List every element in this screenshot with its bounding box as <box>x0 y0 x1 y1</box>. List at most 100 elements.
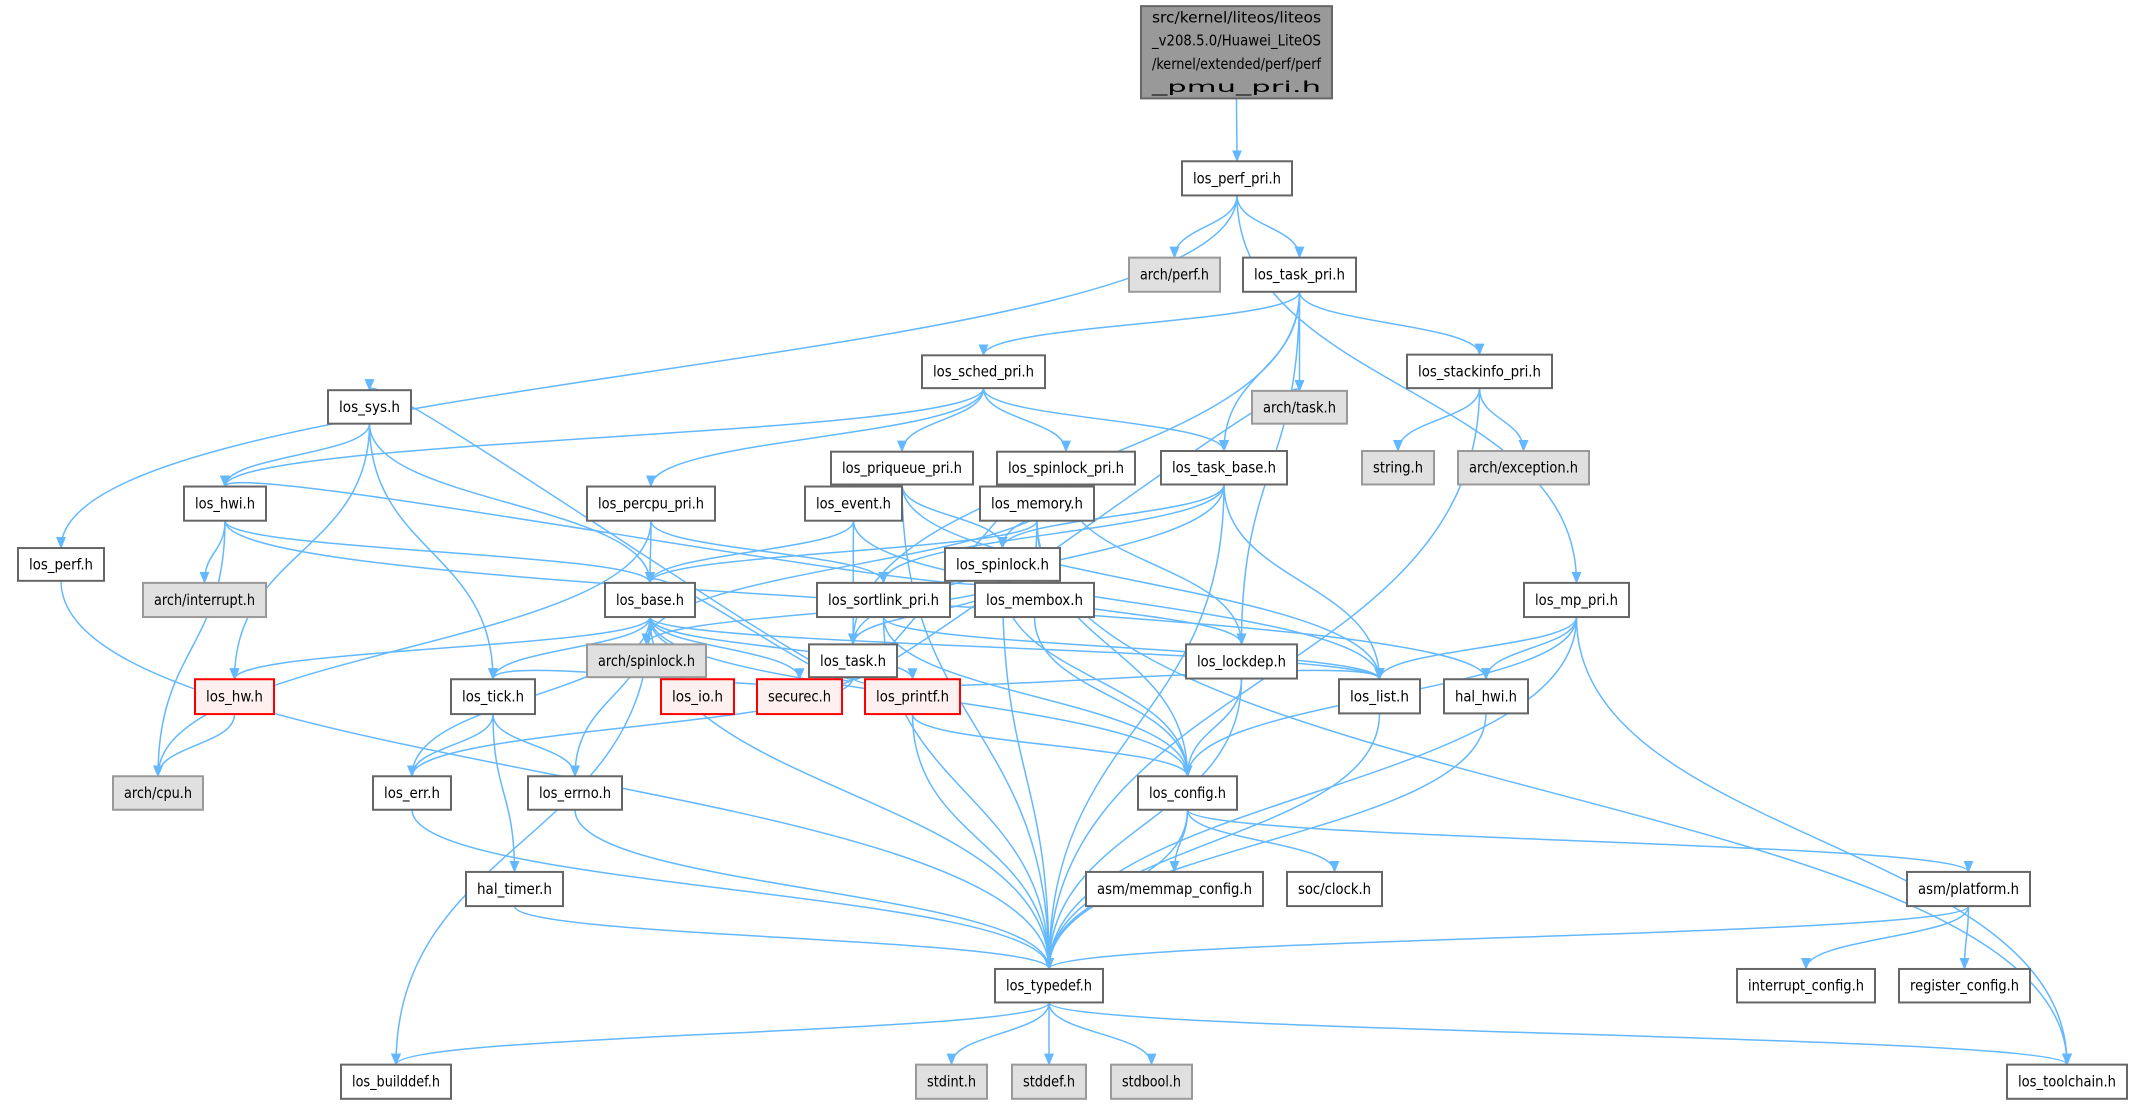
edge-los_memory-to-los_toolchain <box>1036 520 2072 1066</box>
node-label: stddef.h <box>1023 1073 1075 1091</box>
node-los-hw[interactable]: los_hw.h <box>194 678 275 716</box>
node-asm-memmap-config[interactable]: asm/memmap_config.h <box>1085 870 1264 908</box>
node-box <box>586 643 707 679</box>
node-arch-task[interactable]: arch/task.h <box>1251 389 1348 425</box>
node-stdint[interactable]: stdint.h <box>915 1063 988 1100</box>
node-los-priqueue-pri[interactable]: los_priqueue_pri.h <box>830 450 974 486</box>
node-box <box>1251 389 1348 425</box>
edge-los_hwi-to-los_base <box>224 520 655 584</box>
node-los-task[interactable]: los_task.h <box>808 643 898 679</box>
edge-los_event-to-los_list <box>852 520 1385 681</box>
node-los-spinlock-pri[interactable]: los_spinlock_pri.h <box>996 450 1136 486</box>
edge-los_config-to-asm_platform <box>1186 809 1974 873</box>
edge-los_memory-to-los_base <box>645 520 1038 584</box>
node-los-list[interactable]: los_list.h <box>1338 678 1421 715</box>
node-los-sched-pri[interactable]: los_sched_pri.h <box>921 354 1046 390</box>
node-label: los_hwi.h <box>195 495 255 514</box>
edge-los_tick-to-los_errno <box>492 714 580 778</box>
node-arch-interrupt[interactable]: arch/interrupt.h <box>142 581 267 619</box>
node-label: arch/task.h <box>1263 398 1336 416</box>
node-box <box>921 354 1046 390</box>
edge-los_sched_pri-to-los_spinlock_pri <box>982 388 1071 453</box>
edge-los_task_pri-to-los_task_base <box>1219 291 1301 452</box>
edge-los_sched_pri-to-los_priqueue_pri <box>897 388 985 453</box>
node-los-percpu-pri[interactable]: los_percpu_pri.h <box>586 485 716 522</box>
node-asm-platform[interactable]: asm/platform.h <box>1906 870 2031 908</box>
node-label: los_perf_pri.h <box>1193 169 1281 188</box>
node-stddef[interactable]: stddef.h <box>1011 1063 1087 1100</box>
edge-los_stackinfo_pri-to-string <box>1393 388 1481 452</box>
node-los-builddef[interactable]: los_builddef.h <box>340 1063 452 1100</box>
edge-los_percpu_pri-to-los_sortlink_pri <box>650 520 889 584</box>
node-los-err[interactable]: los_err.h <box>372 775 452 811</box>
node-stdbool[interactable]: stdbool.h <box>1110 1063 1193 1100</box>
node-los-task-base[interactable]: los_task_base.h <box>1160 450 1288 486</box>
node-securec[interactable]: securec.h <box>756 678 843 716</box>
node-los-io[interactable]: los_io.h <box>660 678 735 716</box>
node-box <box>1898 967 2031 1004</box>
edge-asm_platform-to-los_typedef <box>1044 905 1970 970</box>
node-box <box>944 547 1061 582</box>
edge-los_base-to-los_errno <box>570 617 651 778</box>
node-los-perf-pri[interactable]: los_perf_pri.h <box>1181 160 1293 197</box>
node-los-stackinfo-pri[interactable]: los_stackinfo_pri.h <box>1406 353 1553 390</box>
node-los-memory[interactable]: los_memory.h <box>979 485 1095 522</box>
edge-los_typedef-to-stdint <box>946 1002 1050 1066</box>
node-string[interactable]: string.h <box>1361 450 1435 486</box>
edge-los_sys-to-los_base <box>368 423 655 584</box>
edge-los_task_pri-to-los_sched_pri <box>978 291 1301 357</box>
node-root[interactable]: src/kernel/liteos/liteos_v208.5.0/Huawei… <box>1140 5 1333 100</box>
node-label: _pmu_pri.h <box>1150 78 1321 97</box>
edge-los_errno-to-los_typedef <box>574 809 1054 970</box>
edge-los_task_base-to-los_sortlink_pri <box>878 484 1225 584</box>
node-box <box>2006 1063 2128 1100</box>
node-los-errno[interactable]: los_errno.h <box>527 775 623 811</box>
node-label: arch/interrupt.h <box>154 591 255 609</box>
node-los-membox[interactable]: los_membox.h <box>974 581 1095 619</box>
node-arch-perf[interactable]: arch/perf.h <box>1128 256 1221 293</box>
node-label: los_priqueue_pri.h <box>842 459 962 478</box>
node-los-toolchain[interactable]: los_toolchain.h <box>2006 1063 2128 1100</box>
edge-los_task-to-los_base <box>645 571 854 682</box>
node-box <box>1110 1063 1193 1100</box>
node-hal-hwi[interactable]: hal_hwi.h <box>1443 678 1529 715</box>
node-soc-clock[interactable]: soc/clock.h <box>1286 870 1383 908</box>
node-label: los_sched_pri.h <box>933 363 1034 382</box>
node-los-task-pri[interactable]: los_task_pri.h <box>1242 256 1357 293</box>
node-label: los_builddef.h <box>352 1073 440 1092</box>
node-hal-timer[interactable]: hal_timer.h <box>465 870 564 908</box>
node-register-config[interactable]: register_config.h <box>1898 967 2031 1004</box>
node-los-event[interactable]: los_event.h <box>804 485 903 522</box>
node-los-tick[interactable]: los_tick.h <box>450 678 536 716</box>
node-arch-cpu[interactable]: arch/cpu.h <box>112 775 204 811</box>
edge-los_sched_pri-to-los_task_base <box>982 387 1229 452</box>
node-interrupt-config[interactable]: interrupt_config.h <box>1736 967 1876 1004</box>
node-los-hwi[interactable]: los_hwi.h <box>183 485 267 522</box>
node-los-perf[interactable]: los_perf.h <box>17 547 105 582</box>
node-label: los_percpu_pri.h <box>598 495 704 514</box>
node-los-spinlock[interactable]: los_spinlock.h <box>944 547 1061 582</box>
node-los-config[interactable]: los_config.h <box>1137 775 1238 811</box>
node-label: /kernel/extended/perf/perf <box>1152 55 1322 73</box>
node-los-sortlink-pri[interactable]: los_sortlink_pri.h <box>816 581 951 619</box>
node-los-printf[interactable]: los_printf.h <box>864 678 961 716</box>
node-los-typedef[interactable]: los_typedef.h <box>994 967 1104 1004</box>
node-los-sys[interactable]: los_sys.h <box>327 389 412 425</box>
node-los-lockdep[interactable]: los_lockdep.h <box>1185 643 1298 680</box>
node-box <box>1085 870 1264 908</box>
edge-los_perf_pri-to-arch_perf <box>1169 195 1238 259</box>
node-label: hal_timer.h <box>477 880 552 899</box>
edge-los_mp_pri-to-hal_hwi <box>1481 616 1578 681</box>
edge-los_spinlock-to-los_typedef <box>1001 580 1054 970</box>
node-los-mp-pri[interactable]: los_mp_pri.h <box>1523 581 1630 619</box>
node-label: stdbool.h <box>1122 1073 1181 1091</box>
edge-los_event-to-los_base <box>645 520 855 584</box>
node-box <box>804 485 903 522</box>
node-arch-exception[interactable]: arch/exception.h <box>1457 450 1590 486</box>
node-los-base[interactable]: los_base.h <box>604 581 696 619</box>
edge-los_lockdep-to-los_typedef <box>1044 678 1243 970</box>
node-arch-spinlock[interactable]: arch/spinlock.h <box>586 643 707 679</box>
edge-los_printf-to-los_config <box>911 713 1193 778</box>
edge-los_task-to-los_sys <box>364 379 854 680</box>
node-label: los_base.h <box>616 591 684 610</box>
